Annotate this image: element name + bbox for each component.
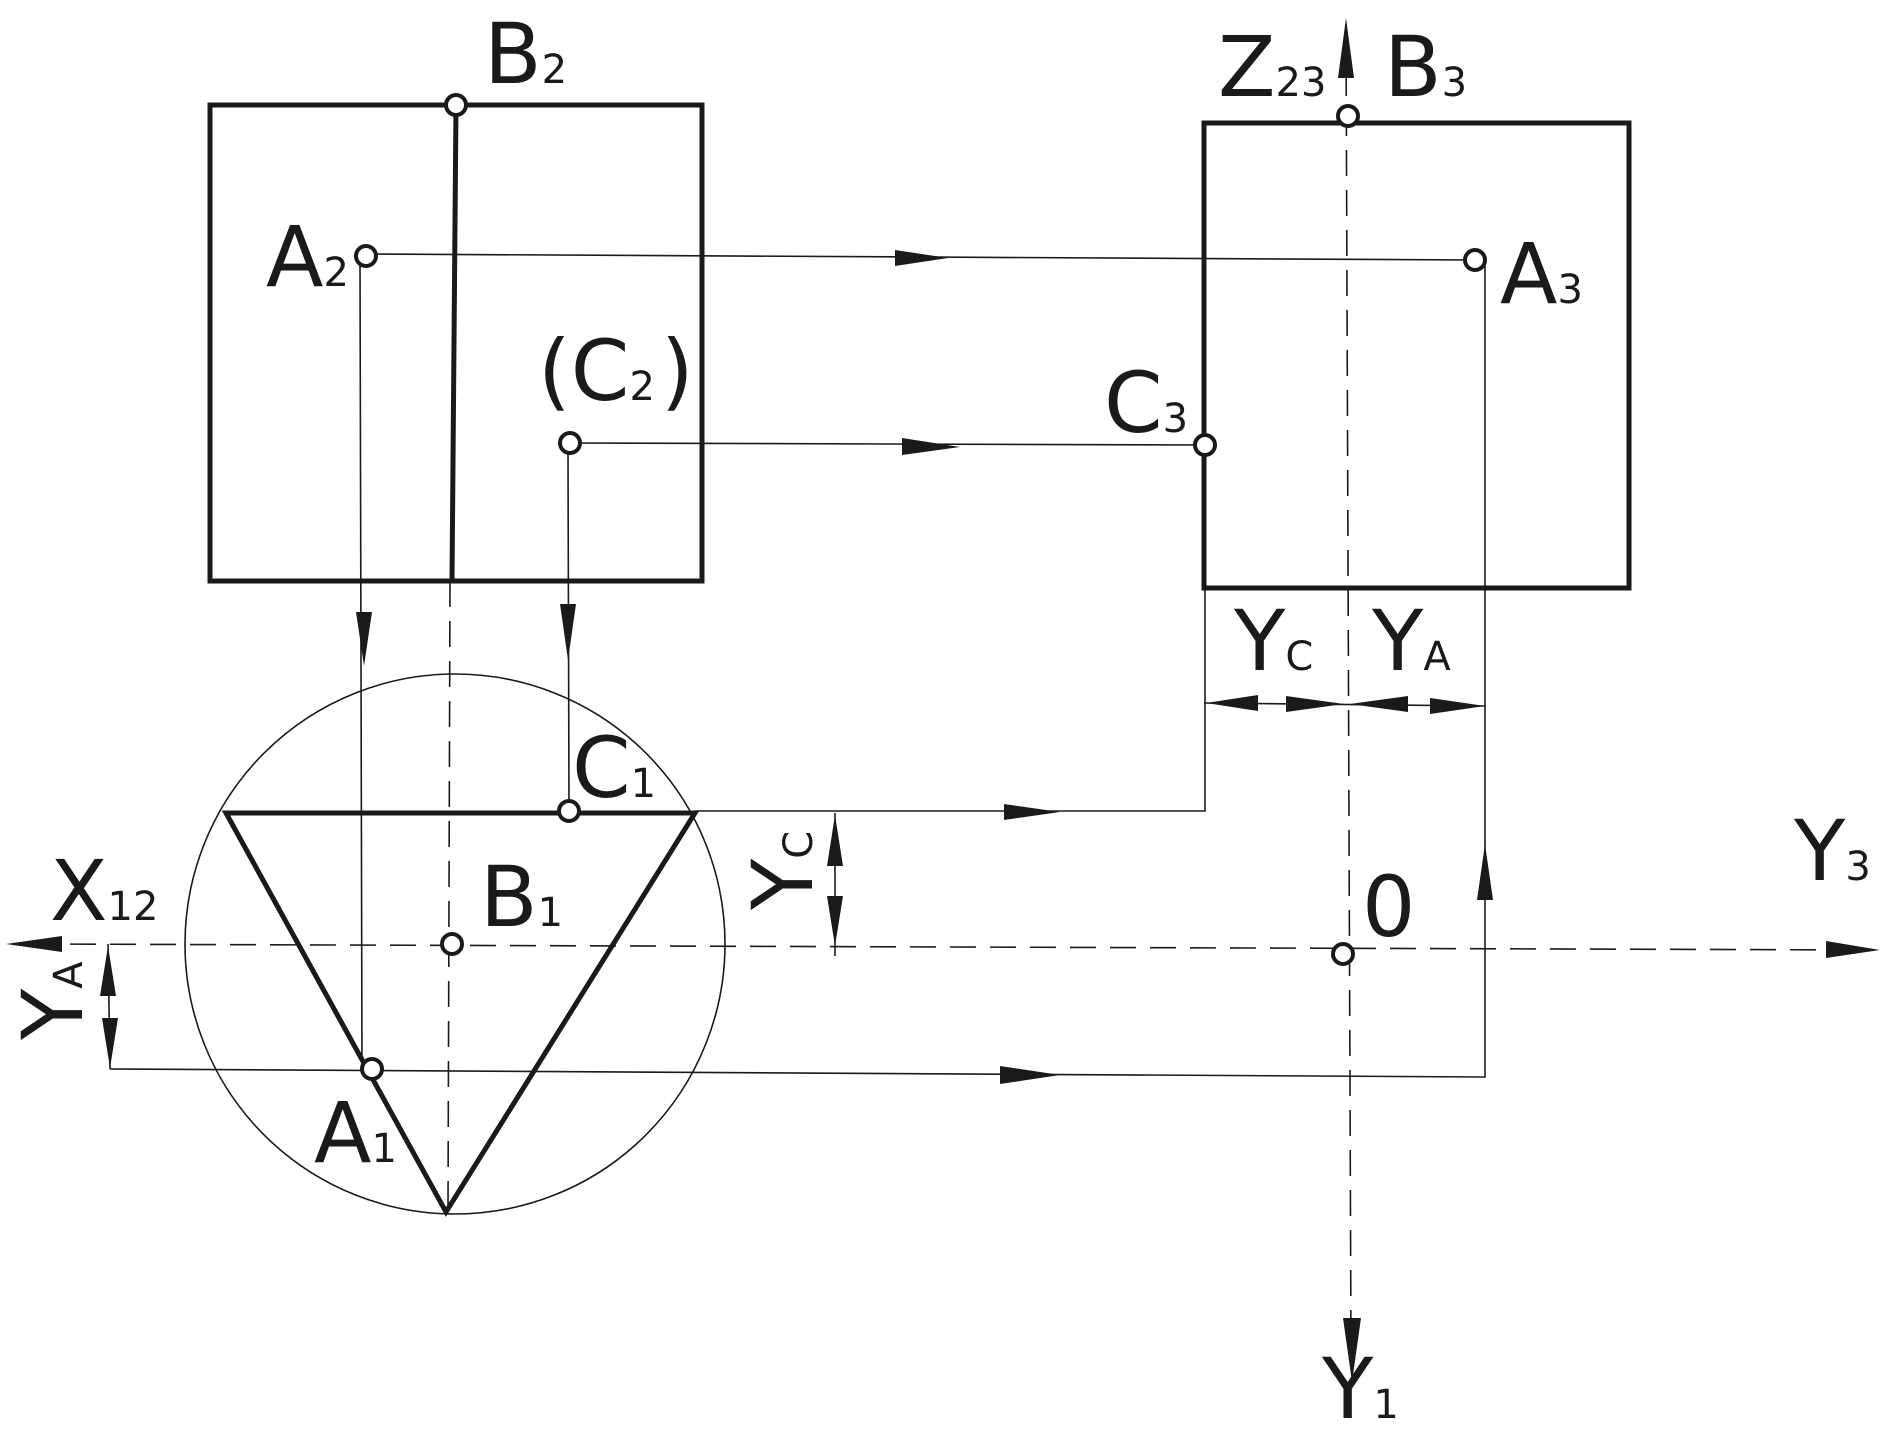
label-c2: (C2) (538, 322, 694, 420)
axes (6, 18, 1880, 1382)
axis-y3-arrow (1826, 941, 1880, 958)
point-b2 (444, 93, 468, 117)
point-a3 (1463, 248, 1487, 272)
dim-yc-vert-arrow-down (827, 896, 843, 946)
arrow-a2-a1 (356, 612, 372, 666)
arrow-c1-c3 (1004, 804, 1060, 820)
point-a1 (360, 1057, 384, 1081)
axis-z23-y1 (1345, 29, 1352, 1351)
dim-ya-vert-arrow-up (100, 946, 116, 996)
label-dim-ya-vertical: YA (4, 961, 102, 1041)
axis-y1-arrow (1343, 1318, 1361, 1382)
dim-ya-arrow-right (1430, 698, 1485, 714)
line-a2-a1 (359, 259, 363, 1069)
axis-z23-arrow (1338, 18, 1354, 78)
label-c1: C1 (572, 719, 656, 817)
label-b3: B3 (1384, 18, 1467, 116)
label-c3: C3 (1104, 354, 1188, 452)
label-dim-yc: YC (1233, 592, 1313, 690)
point-origin (1331, 942, 1355, 966)
arrow-a1-a3 (1000, 1066, 1060, 1084)
top-view (184, 673, 726, 1217)
line-c1-c3 (695, 590, 1206, 812)
label-dim-ya: YA (1371, 592, 1451, 690)
point-b3 (1336, 104, 1360, 128)
side-view-outline (1201, 120, 1632, 591)
side-view (1201, 120, 1632, 591)
line-a1-a3 (109, 265, 1486, 1078)
label-origin: 0 (1362, 858, 1415, 956)
arrow-c2-c1 (560, 604, 576, 660)
axis-x12-y3 (29, 943, 1871, 951)
front-view-edge-b2 (449, 104, 459, 582)
label-a1: A1 (314, 1084, 397, 1182)
label-b1: B1 (480, 848, 563, 946)
symmetry-axis-b (447, 580, 451, 1211)
arrow-c2-c3 (902, 438, 960, 455)
point-a2 (354, 244, 378, 268)
dim-yc-arrow-left (1206, 695, 1258, 711)
dim-ya-vert-arrow-down (102, 1018, 118, 1068)
dim-ya-arrow-left (1350, 696, 1408, 712)
top-view-circle (184, 673, 726, 1215)
point-c1 (557, 799, 581, 823)
label-dim-yc-vertical: YC (734, 831, 832, 911)
label-a2: A2 (266, 208, 349, 306)
label-a3: A3 (1500, 225, 1583, 323)
label-x12: X12 (50, 842, 158, 940)
line-c2-c3 (569, 442, 1206, 446)
dim-yc-arrow-right (1286, 696, 1344, 712)
points (354, 93, 1487, 1081)
dim-yc-vert-arrow-up (827, 815, 843, 866)
label-z23: Z23 (1218, 18, 1326, 116)
arrow-a2-a3 (895, 250, 948, 266)
projection-lines (109, 250, 1493, 1084)
axis-x12-arrow (6, 936, 62, 952)
top-view-triangle (221, 810, 700, 1217)
label-y3: Y3 (1793, 802, 1871, 900)
label-b2: B2 (484, 5, 567, 103)
arrow-a3-up (1477, 844, 1493, 900)
point-c3 (1193, 433, 1217, 457)
labels: B2 A2 (C2) Z23 B3 A3 C3 C1 B1 A1 X12 Y3 … (4, 5, 1871, 1438)
point-c2 (558, 431, 582, 455)
dimensions (100, 695, 1486, 1070)
label-y1: Y1 (1321, 1340, 1399, 1438)
point-b1 (440, 932, 464, 956)
